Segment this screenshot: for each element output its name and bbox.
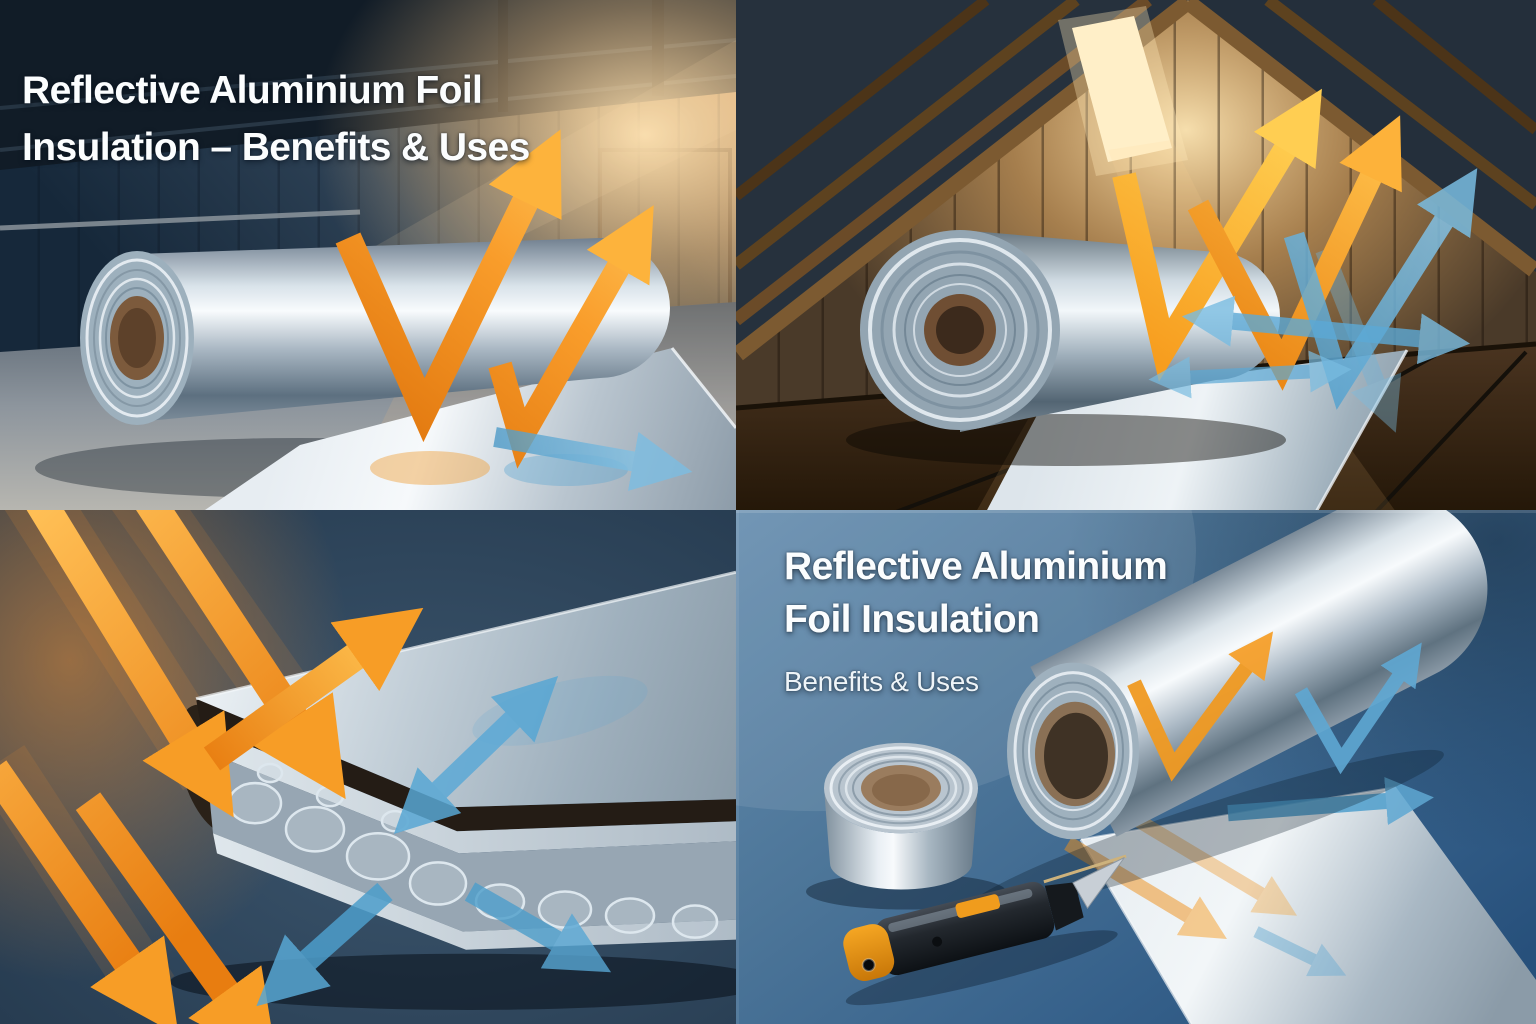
product-illustration [736,510,1536,1024]
heat-arrow-icon [75,792,278,1024]
subtitle: Benefits & Uses [784,666,979,697]
rafter-beam [1372,0,1536,135]
cross-section-illustration [0,510,736,1024]
faded-heat-arrow-icon [1064,836,1227,940]
heat-reflection-arrows [1112,88,1478,433]
title-line-1: Reflective Aluminium [784,545,1168,588]
panel-cross-section-scene [0,510,736,1024]
foil-roll [968,510,1488,913]
foil-roll-end-cap [80,251,194,425]
title-line-2: Foil Insulation [784,598,1040,641]
knife-lanyard-hole [861,957,876,972]
cool-air-arrow-icon [493,427,693,491]
knife-slider [955,894,1001,918]
product-title: Reflective Aluminium Foil Insulation Ben… [784,540,1168,708]
foil-roll-end-cap [860,230,1060,430]
utility-knife [843,854,1127,1006]
knife-shadow [845,930,1118,1006]
heat-glow-spot [370,451,490,485]
tape-body [824,788,978,890]
main-title: Reflective Aluminium Foil Insulation – B… [22,62,530,176]
slab-bottom-foil [213,833,736,950]
heat-reflection-arrows [335,129,693,491]
reflected-heat-arrow-icon [203,607,424,771]
cool-air-arrow-icon [464,882,612,973]
knife-handle [875,881,1055,976]
printed-cool-arrow-icon [1294,642,1422,775]
title-line-2: Insulation – Benefits & Uses [22,126,530,169]
wall-rail [0,209,361,231]
faded-heat-arrow-icon [1132,813,1298,916]
heat-reflection-arrows [0,510,612,1024]
panel-attic-scene [736,0,1536,510]
rafter-beam [736,0,1080,270]
foil-roll-body [137,238,670,422]
cool-air-double-arrow-icon [1148,350,1352,399]
heat-arrow-icon [26,510,234,818]
title-line-1: Reflective Aluminium Foil [22,69,483,112]
knife-neck [1044,882,1084,931]
roll-shadow [846,414,1286,466]
slab-bubble-layer [205,750,736,932]
cool-air-double-arrow-icon [393,675,559,834]
foil-roll [80,238,670,425]
cool-air-double-arrow-icon [1181,295,1471,365]
roll-shadow [968,749,1444,913]
blade-rod [1043,854,1127,884]
heat-arrow-icon [1112,88,1322,382]
warehouse-illustration [0,0,736,510]
panel-warehouse-scene: Reflective Aluminium Foil Insulation – B… [0,0,736,510]
cool-air-arrow-icon [1227,777,1434,826]
cool-air-arrow-icon [256,882,393,1007]
rafter-beam [736,0,990,201]
foil-tape-roll [806,742,1006,910]
unrolled-foil-sheet [1064,777,1536,1024]
skylight [1072,16,1172,162]
knife-blade [1072,857,1125,910]
knife-butt-cap [843,924,895,982]
unrolled-foil-sheet [205,347,736,510]
printed-heat-arrow-icon [1127,631,1274,782]
faded-cool-arrow-icon [1253,926,1347,977]
panel-product-scene: Reflective Aluminium Foil Insulation Ben… [736,510,1536,1024]
heat-arrow-icon [335,129,562,443]
rafter-beam [1264,0,1536,210]
attic-illustration [736,0,1536,510]
heat-arrow-icon [0,760,179,1024]
foil-roll-end-cap [1007,662,1139,840]
